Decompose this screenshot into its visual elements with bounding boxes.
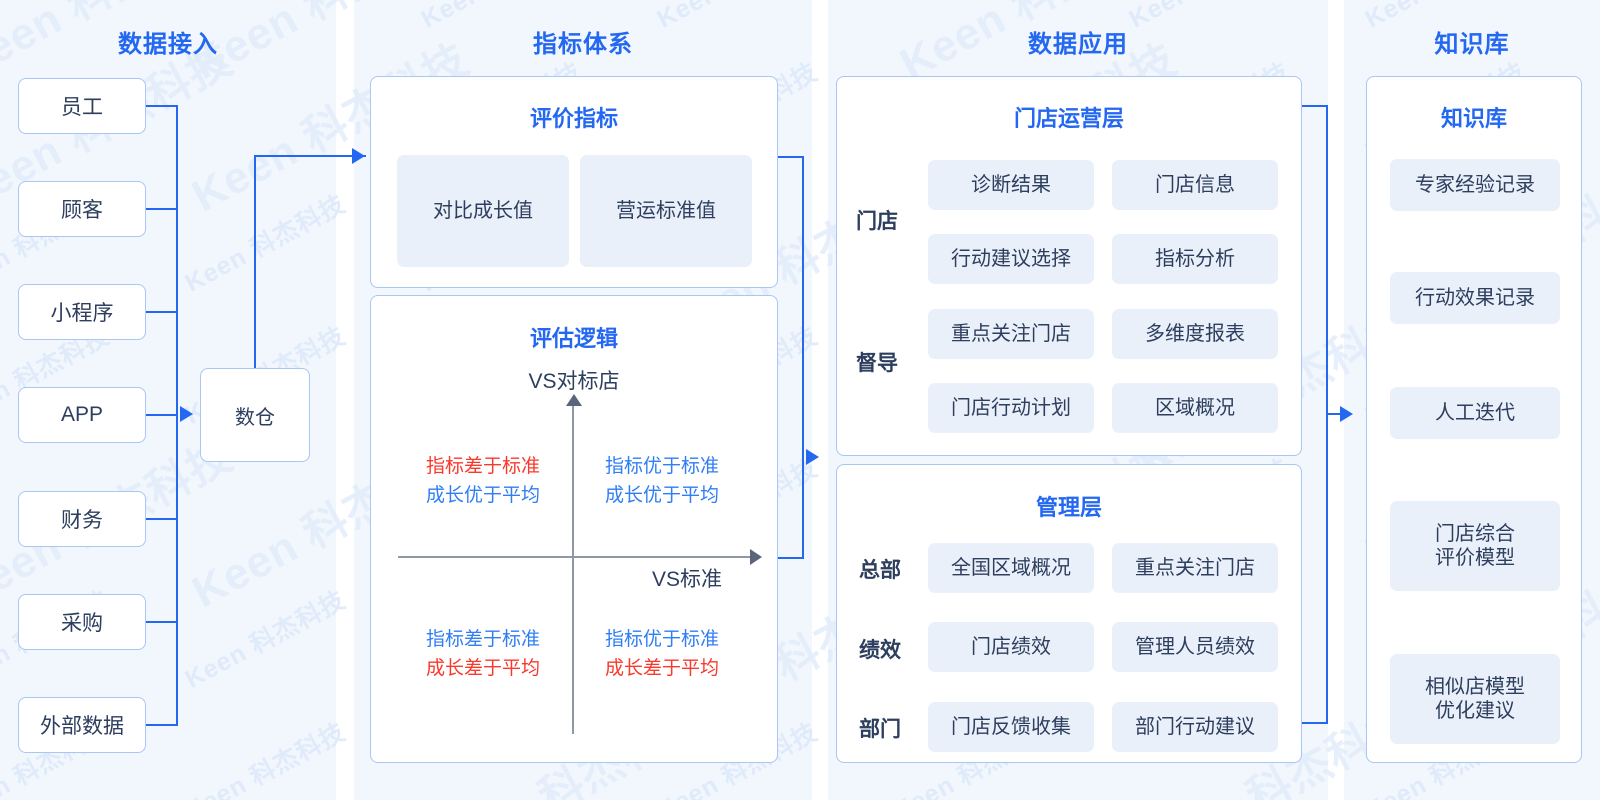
- arrow-col2-to-col3: [806, 449, 819, 465]
- chip-store-action-plan[interactable]: 门店行动计划: [928, 383, 1094, 433]
- source-box-external[interactable]: 外部数据: [18, 697, 146, 753]
- chip-regional-overview[interactable]: 区域概况: [1112, 383, 1278, 433]
- quadrant-top-left-line2: 成长优于平均: [425, 485, 540, 507]
- connector-miniapp: [146, 311, 178, 313]
- source-box-purchase[interactable]: 采购: [18, 594, 146, 650]
- group-label-supervisor: 督导: [856, 352, 898, 375]
- connector-store-ops-out: [1302, 105, 1328, 107]
- quadrant-bottom-right-line2: 成长差于平均: [604, 658, 719, 680]
- quadrant-bottom-left-line1: 指标差于标准: [425, 629, 540, 650]
- chip-manager-performance[interactable]: 管理人员绩效: [1112, 622, 1278, 672]
- source-box-employee[interactable]: 员工: [18, 78, 146, 134]
- chip-key-focus-stores[interactable]: 重点关注门店: [928, 309, 1094, 359]
- source-box-finance[interactable]: 财务: [18, 491, 146, 547]
- chip-diagnosis-result[interactable]: 诊断结果: [928, 160, 1094, 210]
- quadrant-bottom-right: 指标优于标准 成长差于平均: [583, 625, 741, 684]
- row-label-performance: 绩效: [859, 639, 901, 662]
- quadrant-bottom-left-line2: 成长差于平均: [425, 658, 540, 680]
- panel-title-evaluation-logic: 评估逻辑: [529, 326, 618, 351]
- source-box-customer[interactable]: 顾客: [18, 181, 146, 237]
- connector-warehouse-right: [254, 155, 366, 157]
- chip-store-info[interactable]: 门店信息: [1112, 160, 1278, 210]
- quadrant-bottom-left: 指标差于标准 成长差于平均: [404, 625, 562, 684]
- chip-national-regional-overview[interactable]: 全国区域概况: [928, 543, 1094, 593]
- panel-title-evaluation-metrics: 评价指标: [529, 106, 618, 131]
- connector-logic-out: [778, 557, 804, 559]
- arrow-warehouse-to-metrics: [352, 148, 365, 164]
- connector-metrics-out: [778, 156, 804, 158]
- connector-employee: [146, 105, 178, 107]
- quadrant-top-right: 指标优于标准 成长优于平均: [583, 452, 741, 511]
- quadrant-y-axis-label: VS对标店: [528, 370, 620, 393]
- chip-multidimensional-report[interactable]: 多维度报表: [1112, 309, 1278, 359]
- panel-evaluation-logic: [370, 295, 778, 763]
- connector-management-out: [1302, 722, 1328, 724]
- quadrant-top-right-line1: 指标优于标准: [604, 456, 719, 477]
- quadrant-bottom-right-line1: 指标优于标准: [604, 629, 719, 650]
- quadrant-top-left-line1: 指标差于标准: [425, 456, 540, 477]
- connector-col2-bus: [802, 156, 804, 557]
- chip-store-comprehensive-evaluation-model[interactable]: 门店综合 评价模型: [1390, 501, 1560, 591]
- chip-manual-iteration[interactable]: 人工迭代: [1390, 387, 1560, 439]
- quadrant-x-axis-arrow-icon: [750, 549, 762, 565]
- chip-action-effect-record[interactable]: 行动效果记录: [1390, 272, 1560, 324]
- connector-app: [146, 414, 178, 416]
- quadrant-y-axis: [572, 404, 574, 734]
- row-label-headquarters: 总部: [859, 559, 901, 582]
- warehouse-box[interactable]: 数仓: [200, 368, 310, 462]
- chip-expert-experience-record[interactable]: 专家经验记录: [1390, 159, 1560, 211]
- panel-title-management: 管理层: [1035, 495, 1102, 520]
- group-label-store: 门店: [856, 210, 898, 233]
- chip-store-performance[interactable]: 门店绩效: [928, 622, 1094, 672]
- panel-title-store-operations: 门店运营层: [1013, 106, 1124, 131]
- connector-warehouse-up: [254, 155, 256, 369]
- chip-operating-standard-value[interactable]: 营运标准值: [580, 155, 752, 267]
- connector-col3-to-col4: [1326, 413, 1350, 415]
- source-box-miniapp[interactable]: 小程序: [18, 284, 146, 340]
- chip-store-feedback-collection[interactable]: 门店反馈收集: [928, 702, 1094, 752]
- chip-department-action-suggestion[interactable]: 部门行动建议: [1112, 702, 1278, 752]
- row-label-department: 部门: [859, 718, 901, 741]
- quadrant-top-right-line2: 成长优于平均: [604, 485, 719, 507]
- column-title-data-intake: 数据接入: [118, 31, 218, 58]
- column-title-data-application: 数据应用: [1028, 31, 1128, 58]
- connector-customer: [146, 208, 178, 210]
- connector-finance: [146, 518, 178, 520]
- quadrant-x-axis-label: VS标准: [652, 568, 723, 591]
- arrow-sources-to-warehouse: [180, 406, 193, 422]
- chip-metric-analysis[interactable]: 指标分析: [1112, 234, 1278, 284]
- quadrant-top-left: 指标差于标准 成长优于平均: [404, 452, 562, 511]
- panel-title-knowledge-base: 知识库: [1440, 106, 1507, 131]
- quadrant-x-axis: [398, 556, 753, 558]
- connector-purchase: [146, 621, 178, 623]
- chip-comparative-growth-value[interactable]: 对比成长值: [397, 155, 569, 267]
- column-title-knowledge-base: 知识库: [1434, 31, 1510, 58]
- chip-mgmt-key-focus-stores[interactable]: 重点关注门店: [1112, 543, 1278, 593]
- connector-source-bus: [176, 105, 178, 725]
- column-title-metric-system: 指标体系: [533, 31, 633, 58]
- quadrant-y-axis-arrow-icon: [566, 394, 582, 406]
- connector-external: [146, 724, 178, 726]
- source-box-app[interactable]: APP: [18, 387, 146, 443]
- arrow-col3-to-col4: [1340, 406, 1353, 422]
- chip-action-suggestion-selection[interactable]: 行动建议选择: [928, 234, 1094, 284]
- chip-similar-store-model-optimization[interactable]: 相似店模型 优化建议: [1390, 654, 1560, 744]
